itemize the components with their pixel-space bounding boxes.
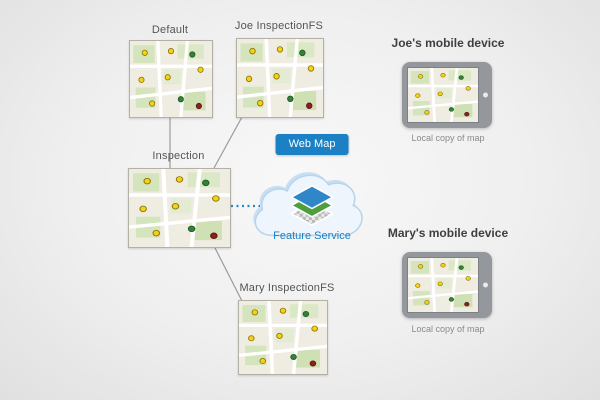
mary-tablet xyxy=(402,252,492,318)
label-inspection-version: Inspection xyxy=(152,150,205,162)
web-map-cloud: Web Map Feature Service xyxy=(250,134,374,260)
map-thumbnail-joe-inspectionfs xyxy=(236,38,324,118)
camera-dot xyxy=(483,92,488,98)
web-map-badge: Web Map xyxy=(275,134,349,155)
camera-dot xyxy=(483,282,488,288)
map-thumbnail-inspection xyxy=(128,168,231,248)
label-default-version: Default xyxy=(151,24,189,36)
joe-device-caption: Local copy of map xyxy=(411,133,485,143)
joe-tablet xyxy=(402,62,492,128)
map-thumbnail-mary-inspectionfs xyxy=(238,300,328,375)
joe-device-title: Joe's mobile device xyxy=(391,36,505,50)
label-joe-inspectionfs: Joe InspectionFS xyxy=(234,20,324,32)
mary-device-caption: Local copy of map xyxy=(411,324,485,334)
mary-device-title: Mary's mobile device xyxy=(387,226,509,240)
cloud-icon xyxy=(253,172,363,237)
layers-icon xyxy=(289,184,335,226)
mary-tablet-map xyxy=(407,257,479,313)
joe-tablet-map xyxy=(407,67,479,123)
map-thumbnail-default xyxy=(129,40,213,118)
label-mary-inspectionfs: Mary InspectionFS xyxy=(239,282,335,294)
feature-service-label: Feature Service xyxy=(273,230,351,242)
